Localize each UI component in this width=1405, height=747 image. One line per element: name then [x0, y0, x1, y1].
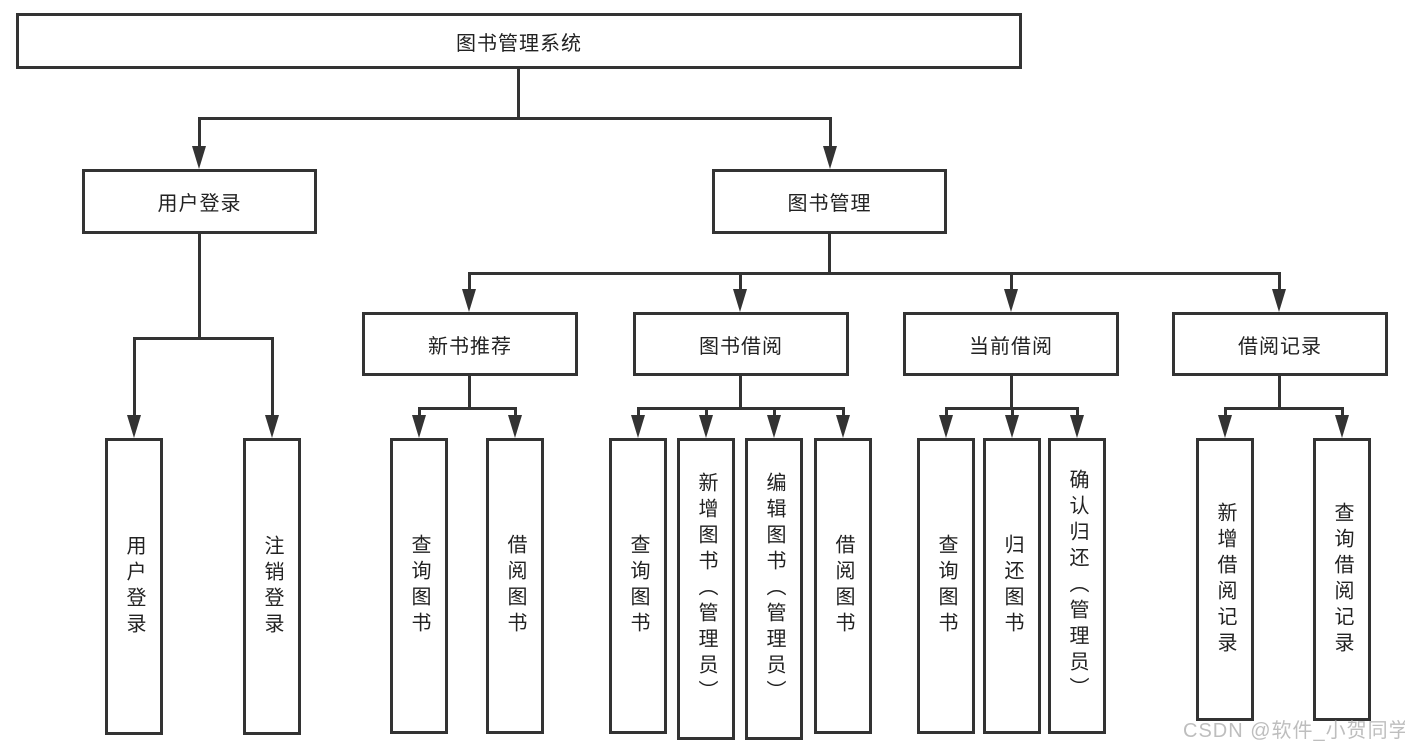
- connector-user-drop: [198, 234, 201, 337]
- connector-section2-stub: [739, 272, 742, 290]
- node-new-book-recommend-label: 新书推荐: [428, 335, 512, 358]
- arrowhead-user-leaf2: [265, 415, 279, 438]
- node-current-borrow: 当前借阅: [903, 312, 1119, 376]
- arrowhead-sec1-leaf1: [412, 415, 426, 438]
- connector-sec4-leaf1-stub: [1224, 407, 1227, 416]
- leaf-add-books-admin: 新增图书（管理员）: [677, 438, 735, 740]
- leaf-user-login-label: 用户登录: [123, 534, 145, 639]
- leaf-user-login: 用户登录: [105, 438, 163, 735]
- leaf-query-borrow-record: 查询借阅记录: [1313, 438, 1371, 721]
- leaf-edit-books-admin-label: 编辑图书（管理员）: [763, 472, 785, 706]
- leaf-recommend-borrow-books: 借阅图书: [486, 438, 544, 734]
- node-borrow-records: 借阅记录: [1172, 312, 1388, 376]
- leaf-logout-label: 注销登录: [261, 534, 283, 639]
- connector-sec2-leaf1-stub: [637, 407, 640, 416]
- leaf-confirm-return-admin: 确认归还（管理员）: [1048, 438, 1106, 734]
- watermark: CSDN @软件_小贺同学: [1183, 720, 1405, 742]
- connector-sec1-drop: [468, 376, 471, 407]
- leaf-recommend-borrow-books-label: 借阅图书: [504, 534, 526, 638]
- connector-sec3-leaf1-stub: [945, 407, 948, 416]
- leaf-current-query-books-label: 查询图书: [935, 534, 957, 638]
- connector-sec3-leaf2-stub: [1011, 407, 1014, 416]
- leaf-add-borrow-record: 新增借阅记录: [1196, 438, 1254, 721]
- node-root-label: 图书管理系统: [456, 32, 582, 55]
- node-current-borrow-label: 当前借阅: [969, 335, 1053, 358]
- node-book-borrow-label: 图书借阅: [699, 335, 783, 358]
- arrowhead-sec4-leaf1: [1218, 415, 1232, 438]
- arrowhead-user: [192, 146, 206, 169]
- leaf-recommend-query-books: 查询图书: [390, 438, 448, 734]
- arrowhead-sec3-leaf1: [939, 415, 953, 438]
- leaf-borrow-books: 借阅图书: [814, 438, 872, 734]
- arrowhead-sec2-leaf2: [699, 415, 713, 438]
- leaf-add-borrow-record-label: 新增借阅记录: [1214, 501, 1236, 658]
- connector-level2-rail: [198, 117, 832, 120]
- connector-sec2-rail: [637, 407, 845, 410]
- leaf-edit-books-admin: 编辑图书（管理员）: [745, 438, 803, 740]
- connector-sec4-leaf2-stub: [1341, 407, 1344, 416]
- arrowhead-sec3-leaf2: [1005, 415, 1019, 438]
- leaf-query-borrow-record-label: 查询借阅记录: [1331, 501, 1353, 658]
- connector-user-leaf2-stub: [271, 337, 274, 416]
- connector-sec3-drop: [1010, 376, 1013, 407]
- leaf-current-query-books: 查询图书: [917, 438, 975, 734]
- connector-book-stub: [829, 117, 832, 147]
- node-root: 图书管理系统: [16, 13, 1022, 69]
- connector-sec2-leaf3-stub: [773, 407, 776, 416]
- connector-book-drop: [828, 234, 831, 272]
- arrowhead-section3: [1004, 289, 1018, 312]
- node-new-book-recommend: 新书推荐: [362, 312, 578, 376]
- connector-sec2-leaf4-stub: [842, 407, 845, 416]
- leaf-borrow-books-label: 借阅图书: [832, 534, 854, 638]
- leaf-logout: 注销登录: [243, 438, 301, 735]
- connector-user-stub: [198, 117, 201, 147]
- arrowhead-sec4-leaf2: [1335, 415, 1349, 438]
- leaf-return-books: 归还图书: [983, 438, 1041, 734]
- connector-sec3-leaf3-stub: [1076, 407, 1079, 416]
- node-book-borrow: 图书借阅: [633, 312, 849, 376]
- connector-sec4-drop: [1278, 376, 1281, 407]
- arrowhead-section2: [733, 289, 747, 312]
- arrowhead-book: [823, 146, 837, 169]
- connector-root-drop: [517, 69, 520, 117]
- connector-section4-stub: [1278, 272, 1281, 290]
- connector-sec2-leaf2-stub: [705, 407, 708, 416]
- node-user-login-label: 用户登录: [157, 193, 242, 215]
- arrowhead-section4: [1272, 289, 1286, 312]
- arrowhead-sec2-leaf4: [836, 415, 850, 438]
- leaf-confirm-return-admin-label: 确认归还（管理员）: [1066, 469, 1088, 703]
- connector-sec1-leaf2-stub: [514, 407, 517, 416]
- leaf-recommend-query-books-label: 查询图书: [408, 534, 430, 638]
- arrowhead-sec2-leaf1: [631, 415, 645, 438]
- node-book-management-label: 图书管理: [787, 193, 872, 215]
- leaf-return-books-label: 归还图书: [1001, 534, 1023, 638]
- arrowhead-user-leaf1: [127, 415, 141, 438]
- leaf-borrow-query-books: 查询图书: [609, 438, 667, 734]
- node-user-login: 用户登录: [82, 169, 317, 234]
- arrowhead-sec3-leaf3: [1070, 415, 1084, 438]
- connector-user-leaf1-stub: [133, 337, 136, 416]
- arrowhead-sec2-leaf3: [767, 415, 781, 438]
- connector-sections-rail: [468, 272, 1281, 275]
- connector-sec2-drop: [739, 376, 742, 407]
- connector-section1-stub: [468, 272, 471, 290]
- connector-sec1-leaf1-stub: [418, 407, 421, 416]
- arrowhead-section1: [462, 289, 476, 312]
- leaf-add-books-admin-label: 新增图书（管理员）: [695, 472, 717, 706]
- node-borrow-records-label: 借阅记录: [1238, 335, 1322, 358]
- connector-user-rail: [133, 337, 274, 340]
- connector-sec1-rail: [418, 407, 517, 410]
- node-book-management: 图书管理: [712, 169, 947, 234]
- leaf-borrow-query-books-label: 查询图书: [627, 534, 649, 638]
- connector-sec4-rail: [1224, 407, 1344, 410]
- connector-section3-stub: [1010, 272, 1013, 290]
- arrowhead-sec1-leaf2: [508, 415, 522, 438]
